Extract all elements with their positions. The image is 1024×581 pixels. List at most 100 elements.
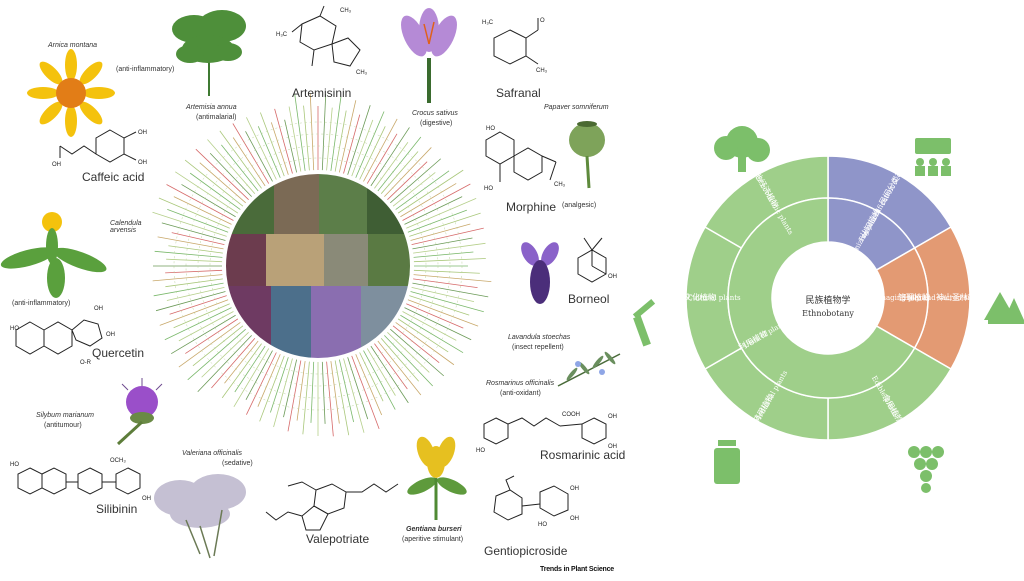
tree-branch [171,232,225,246]
tree-branch [400,314,464,354]
grapes-icon [908,446,944,493]
tree-branch [171,314,236,355]
tree-branch [221,343,262,399]
tree-branch [326,361,334,437]
tree-branch [380,338,419,382]
tree-branch [245,350,273,401]
tree-branch [273,358,293,428]
tree-branch [173,303,230,329]
tree-branch [412,237,473,250]
tree-branch [392,325,440,363]
tree-branch [387,161,428,200]
tree-branch [260,112,285,177]
compound-silibinin: Silibinin [96,502,138,516]
compound-quercetin: Quercetin [92,346,145,360]
valerian-flower-image [154,474,246,559]
tree-branch [178,311,234,342]
tree-branch [321,361,326,424]
tree-branch [165,278,223,288]
tree-branch [390,158,442,204]
tree-branch [209,152,252,197]
svg-text:OH: OH [608,414,617,420]
calendula-plant-image [0,212,107,298]
compound-valepotriate: Valepotriate [306,532,370,546]
outer-label-en: Cultural plants [687,294,741,302]
tree-branch [270,357,289,413]
compound-gentiopicroside: Gentiopicroside [484,544,568,558]
tree-branch [338,100,357,173]
tree-branch [366,348,396,396]
safranal-structure: H₃C O CH₃ [482,18,548,74]
tree-branch [185,318,239,354]
svg-text:HO: HO [10,326,19,332]
tree-branch [232,123,270,184]
tree-branch [343,358,365,433]
tree-branch [178,322,241,368]
species-lavandula: Lavandula stoechas [508,334,571,341]
donut-center [772,242,884,354]
tree-branch [334,360,350,436]
crocus-flower-image [401,8,457,103]
svg-text:H₃C: H₃C [482,20,494,26]
tree-branch [404,307,472,341]
tree-branch [366,133,398,184]
tree-icon [714,126,770,172]
tree-branch [284,119,298,173]
outer-label-zh: 神山圣林等 [936,292,976,302]
tree-branch [221,144,259,192]
tree-branch [395,170,450,210]
tree-branch [201,332,249,378]
tree-branch [404,196,463,225]
svg-text:O: O [540,18,545,24]
tree-branch [392,172,436,207]
tree-branch [395,322,455,366]
tree-branch [413,274,492,282]
tree-ring [185,133,451,399]
lavender-flower-image [521,242,559,304]
artemisia-plant-image [172,10,246,96]
tree-branch [409,212,481,237]
use-artemisia: (antimalarial) [196,114,237,121]
tree-branch [310,361,315,423]
tree-branch [233,348,270,407]
people-meeting-icon [915,138,951,176]
use-calendula: (anti-inflammatory) [12,300,71,307]
tree-branch [412,282,489,298]
svg-text:OH: OH [138,130,147,136]
tree-branch [234,345,266,393]
tree-branch [155,291,226,312]
compound-artemisinin: Artemisinin [292,86,352,100]
tree-branch [187,328,246,381]
tree-branch [384,335,434,387]
tree-branch [164,307,232,341]
tree-branch [175,171,239,214]
use-crocus: (digestive) [420,120,453,127]
use-gentiana: (aperitive stimulant) [402,536,464,543]
species-valeriana: Valeriana officinalis [182,450,243,457]
tree-branch [377,136,422,192]
tree-branch [410,291,484,313]
tree-branch [168,245,223,254]
svg-text:CH₃: CH₃ [536,68,548,74]
figure-credit: Trends in Plant Science [540,566,614,573]
tree-branch [411,227,484,246]
species-artemisia: Artemisia annua [186,104,237,111]
tree-branch [363,350,396,410]
tree-branch [347,105,371,175]
tree-branch [351,355,380,430]
quercetin-structure: OH OH HO O-R [10,306,115,366]
svg-text:OH: OH [52,162,61,168]
tree-branch [189,172,241,210]
tree-branch [334,110,347,172]
inner-label-zh: 管理植物 [898,292,930,302]
tree-branch [413,258,486,263]
tree-branch [347,357,369,420]
use-lavandula: (insect repellent) [512,344,564,351]
tree-branch [245,131,273,182]
tree-branch [330,96,342,171]
poppy-capsule-image [569,121,605,189]
tree-branch [351,119,374,177]
svg-text:OH: OH [608,274,617,280]
use-silybum: (antitumour) [44,422,82,429]
